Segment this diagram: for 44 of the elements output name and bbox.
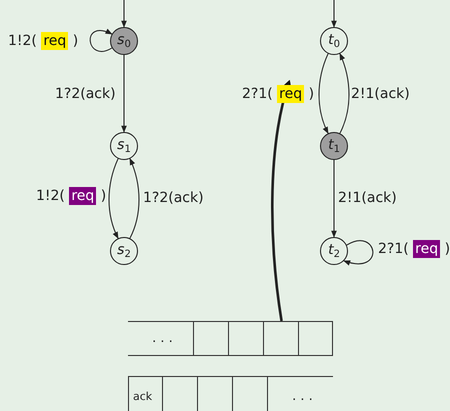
arrow	[331, 0, 337, 28]
arrow	[108, 158, 119, 239]
state-label: t$_{0}$	[328, 32, 340, 50]
state-label: t$_{2}$	[328, 242, 340, 260]
arrow	[121, 0, 127, 28]
queue-cell	[267, 376, 333, 411]
edge-label: 1?2(ack)	[55, 85, 116, 104]
queue-cell	[193, 321, 228, 356]
edge-label: 2!1(ack)	[338, 189, 397, 208]
state-circle	[110, 237, 138, 265]
edge-label: 2!1(ack)	[351, 85, 410, 104]
arrow	[318, 53, 329, 134]
state-circle	[110, 27, 138, 55]
queue-cell	[162, 376, 197, 411]
queue-cell	[232, 376, 267, 411]
queue-cell	[228, 321, 263, 356]
queue-cell	[263, 321, 298, 356]
arrow	[121, 54, 127, 133]
edge-label: 1!2( req )	[8, 31, 78, 51]
state-circle	[320, 132, 348, 160]
queue-cell	[128, 376, 162, 411]
cell-text: . . .	[292, 389, 313, 404]
edge-label: 2?1( req )	[242, 84, 314, 104]
state-circle	[320, 237, 348, 265]
state-label: s$_{2}$	[117, 242, 131, 260]
queue-cell	[298, 321, 333, 356]
cell-text: ack	[133, 390, 152, 403]
state-label: t$_{1}$	[328, 138, 340, 154]
state-label: s$_{0}$	[117, 32, 131, 50]
edge-label: 1?2(ack)	[143, 189, 204, 208]
arrow	[129, 158, 140, 239]
state-circle	[110, 132, 138, 160]
arrow	[343, 240, 374, 266]
state-label: s$_{1}$	[117, 138, 131, 154]
arrow	[331, 160, 337, 238]
edge-label: 2?1( req )	[378, 239, 450, 259]
queue-cell	[197, 376, 232, 411]
edge-label: 1!2( req )	[36, 186, 106, 206]
state-circle	[320, 27, 348, 55]
arrow	[271, 80, 293, 322]
cell-text: . . .	[152, 331, 173, 346]
arrow	[90, 29, 113, 52]
queue-cell	[128, 321, 193, 356]
arrow	[339, 53, 350, 134]
